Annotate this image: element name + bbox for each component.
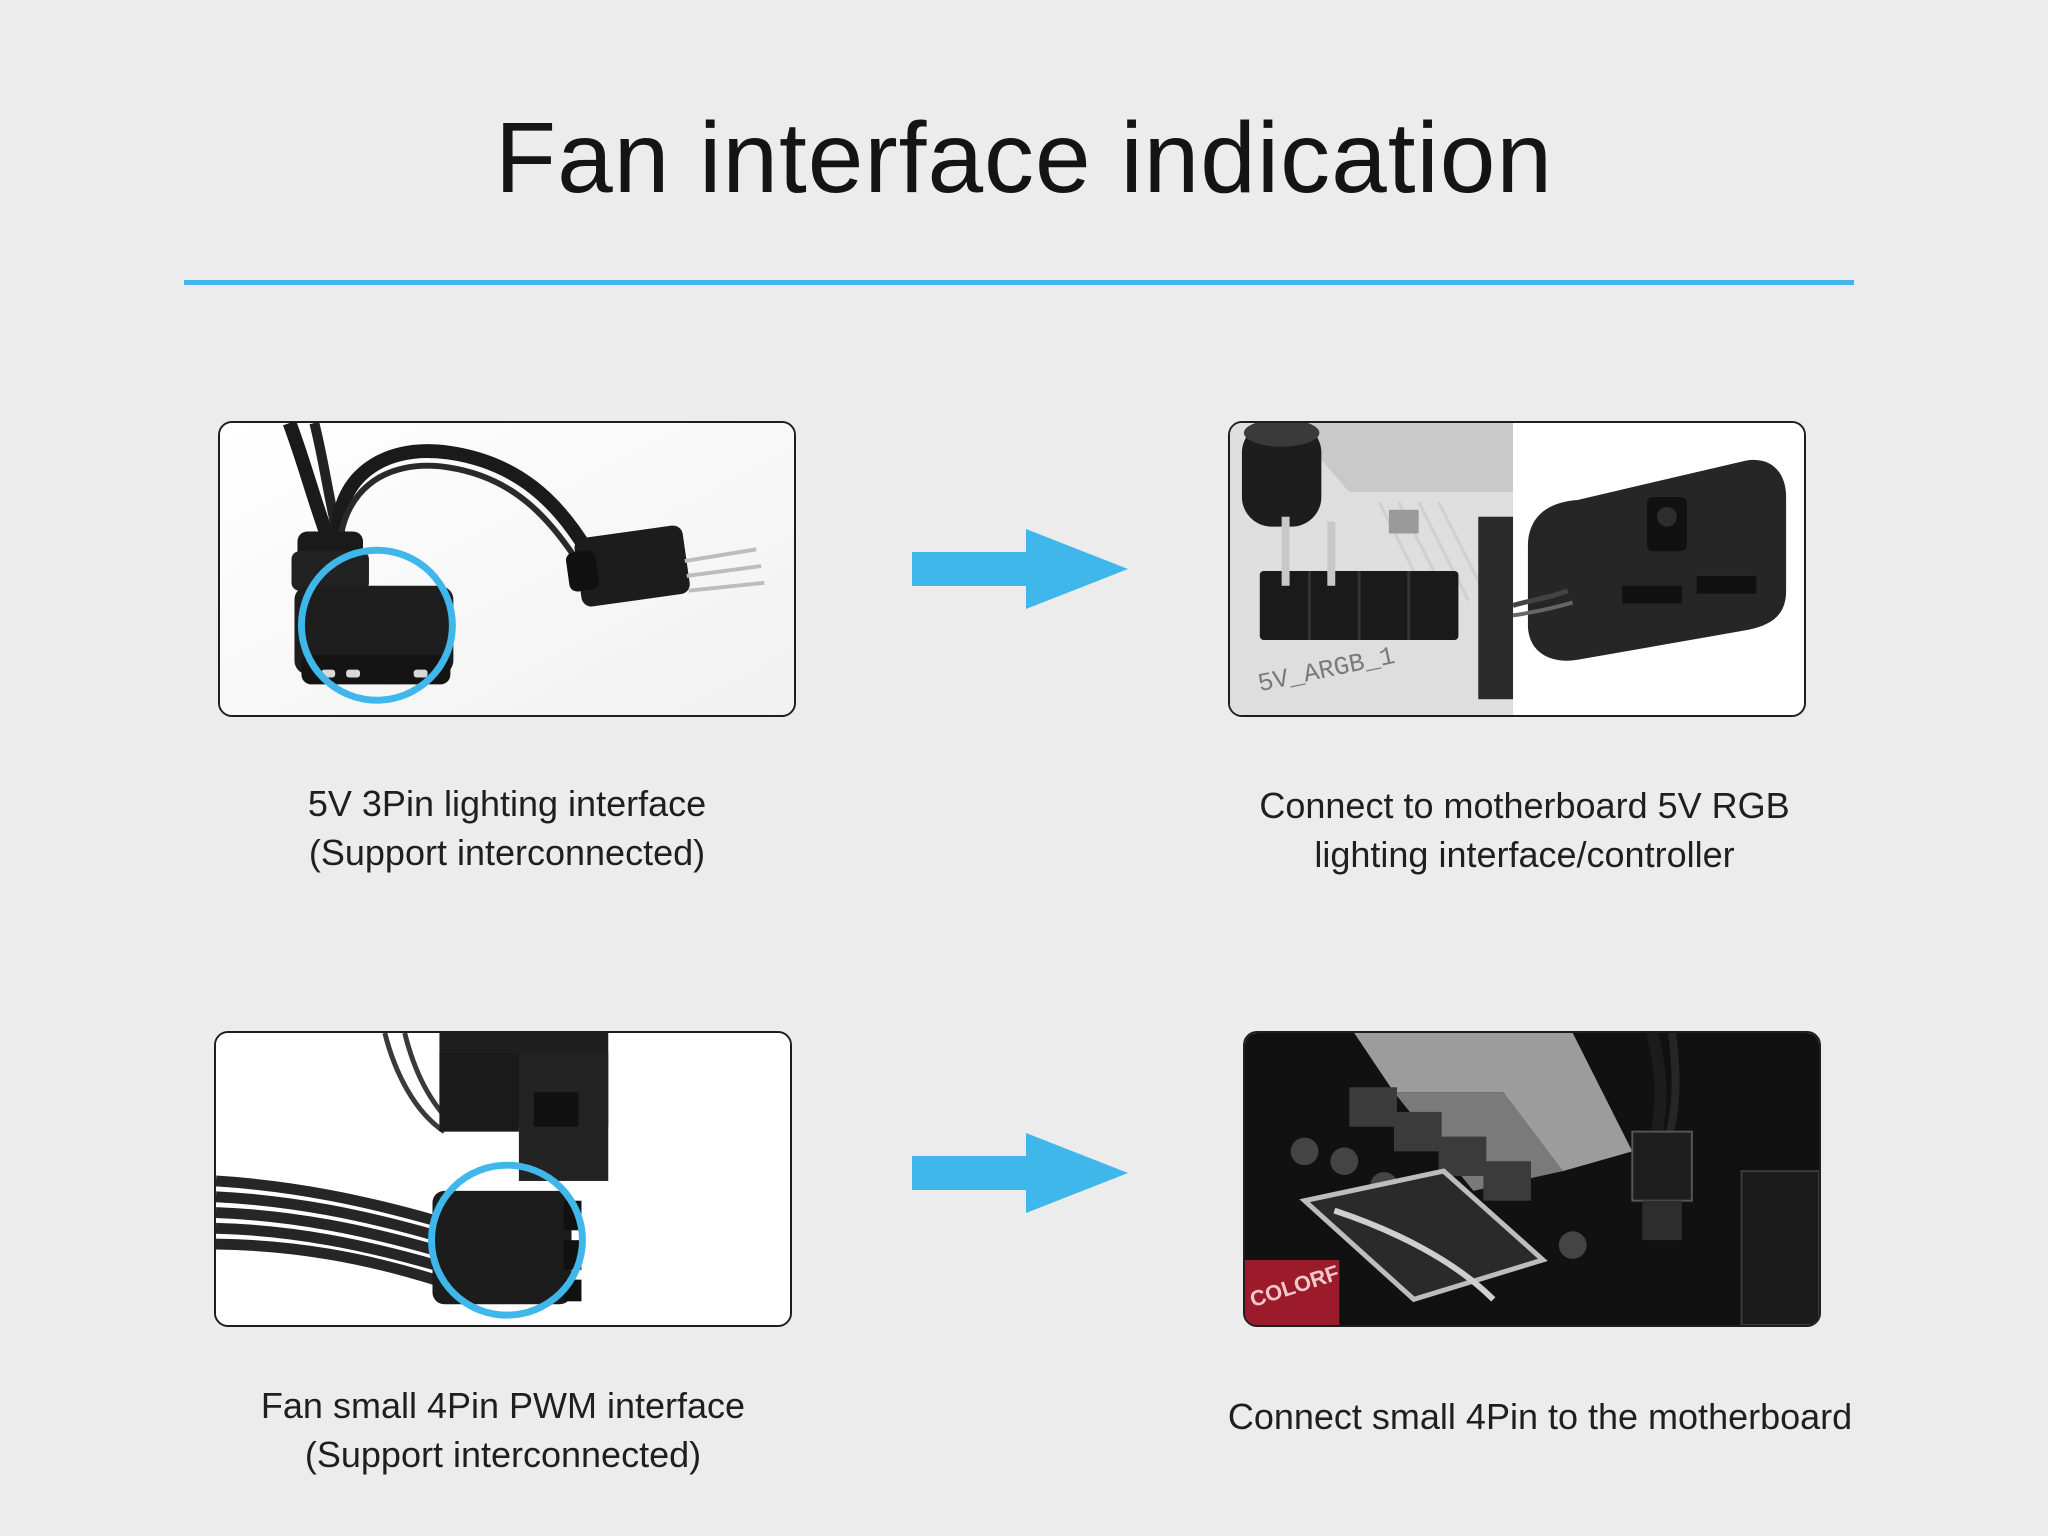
page-title: Fan interface indication — [495, 102, 1553, 214]
caption-line: Connect to motherboard 5V RGB — [1259, 785, 1790, 826]
title-divider — [184, 280, 1854, 285]
caption-line: 5V 3Pin lighting interface — [307, 783, 707, 824]
caption-line: Fan small 4Pin PWM interface — [260, 1385, 746, 1426]
caption-motherboard-argb: Connect to motherboard 5V RGB lighting i… — [1228, 781, 1821, 879]
motherboard-fan-header-photo: COLORF — [1243, 1031, 1821, 1327]
caption-line: Connect small 4Pin to the motherboard — [1227, 1396, 1853, 1437]
argb-connector-photo — [218, 421, 796, 717]
arrow-right-icon — [912, 1133, 1128, 1213]
caption-line: (Support interconnected) — [308, 832, 706, 873]
caption-line: lighting interface/controller — [1314, 834, 1735, 875]
motherboard-argb-photo: 5V_ARGB_1 — [1228, 421, 1806, 717]
arrow-right-icon — [912, 529, 1128, 609]
caption-argb-connector: 5V 3Pin lighting interface (Support inte… — [218, 779, 796, 877]
caption-motherboard-fan-header: Connect small 4Pin to the motherboard — [1205, 1392, 1875, 1441]
pwm-connector-photo — [214, 1031, 792, 1327]
caption-pwm-connector: Fan small 4Pin PWM interface (Support in… — [214, 1381, 792, 1479]
caption-line: (Support interconnected) — [304, 1434, 702, 1475]
